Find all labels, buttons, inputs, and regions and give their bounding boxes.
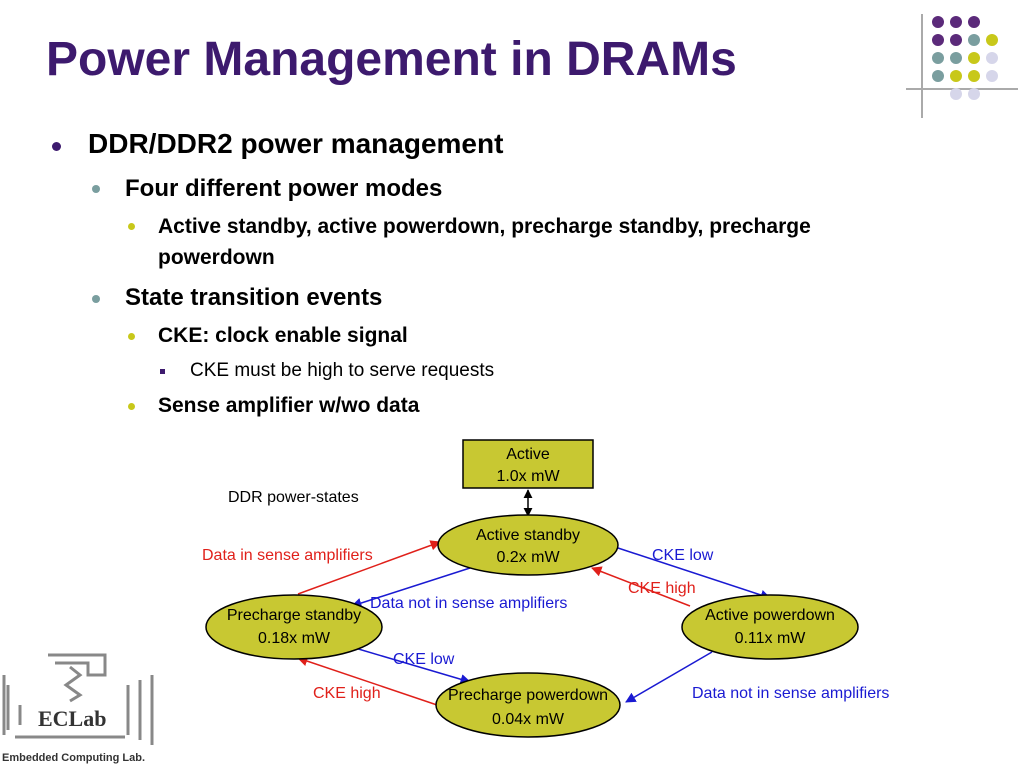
- state-precharge-powerdown-name: Precharge powerdown: [448, 687, 608, 704]
- edge-data-in-sense: [297, 540, 441, 595]
- state-active-standby-power: 0.2x mW: [496, 549, 560, 566]
- decor-dot-grid: [932, 16, 998, 100]
- slide-title: Power Management in DRAMs: [46, 33, 737, 86]
- state-precharge-standby-name: Precharge standby: [227, 607, 361, 624]
- state-precharge-powerdown: [435, 672, 621, 738]
- bullet-state-transition-events: State transition events: [125, 284, 383, 311]
- state-active-standby: [437, 514, 619, 576]
- bullet-dot: [92, 295, 100, 303]
- state-active-powerdown-power: 0.11x mW: [735, 630, 807, 647]
- bullet-dot: [128, 223, 135, 230]
- bullet-four-power-modes: Four different power modes: [125, 175, 443, 202]
- edge-cke-high-mid: [591, 566, 691, 607]
- decor-dot: [932, 34, 944, 46]
- decor-dot: [950, 16, 962, 28]
- bullet-power-mode-list: Active standby, active powerdown, precha…: [158, 215, 811, 238]
- label-cke-high-mid: CKE high: [628, 580, 696, 597]
- bullet-sense-amplifier: Sense amplifier w/wo data: [158, 394, 420, 417]
- edge-cke-low-bottom: [354, 647, 472, 685]
- bullet-ddr-power-management: DDR/DDR2 power management: [88, 128, 504, 159]
- bullet-cke-high: CKE must be high to serve requests: [190, 360, 495, 381]
- state-active-name: Active: [506, 446, 550, 463]
- label-cke-low-bottom: CKE low: [393, 651, 455, 668]
- label-data-in-sense: Data in sense amplifiers: [202, 547, 373, 564]
- decor-dot: [932, 16, 944, 28]
- bullet-dot: [128, 403, 135, 410]
- bullet-dot: [128, 333, 135, 340]
- bullet-cke-signal: CKE: clock enable signal: [158, 324, 408, 347]
- decor-dot: [932, 52, 944, 64]
- decor-dot: [986, 34, 998, 46]
- logo-text: ECLab: [38, 706, 107, 731]
- decor-dot: [932, 70, 944, 82]
- decor-dot: [986, 52, 998, 64]
- diagram-caption: DDR power-states: [228, 489, 359, 506]
- label-cke-high-bottom: CKE high: [313, 685, 381, 702]
- bullet-dot: [52, 142, 61, 151]
- decor-vertical-line: [921, 14, 923, 118]
- decor-dot: [968, 70, 980, 82]
- eclab-logo: [2, 653, 154, 745]
- decor-dot: [968, 16, 980, 28]
- edge-data-not-in-sense-mid: [351, 567, 471, 609]
- decor-dot: [968, 34, 980, 46]
- label-cke-low-top: CKE low: [652, 547, 714, 564]
- state-active-power: 1.0x mW: [496, 468, 560, 485]
- state-active-powerdown-name: Active powerdown: [705, 607, 835, 624]
- edge-cke-low-top: [617, 547, 771, 601]
- bullet-power-mode-list-cont: powerdown: [158, 246, 275, 269]
- bullet-square: [160, 369, 165, 374]
- decor-dot: [968, 88, 980, 100]
- edge-data-not-in-sense-right: [625, 651, 713, 703]
- decor-dot: [968, 52, 980, 64]
- decor-horizontal-line: [906, 88, 1018, 90]
- decor-dot: [950, 52, 962, 64]
- state-precharge-standby: [205, 594, 383, 660]
- decor-dot: [950, 34, 962, 46]
- decor-dot: [986, 70, 998, 82]
- bullet-dot: [92, 185, 100, 193]
- decor-dot: [950, 88, 962, 100]
- state-precharge-powerdown-power: 0.04x mW: [492, 711, 565, 728]
- logo-subtitle: Embedded Computing Lab.: [2, 752, 145, 764]
- label-data-not-in-sense-right: Data not in sense amplifiers: [692, 685, 889, 702]
- edge-cke-high-bottom: [297, 656, 441, 707]
- state-active-powerdown: [681, 594, 859, 660]
- decor-dot: [950, 70, 962, 82]
- state-active-box: [462, 439, 594, 489]
- state-precharge-standby-power: 0.18x mW: [258, 630, 331, 647]
- state-active-standby-name: Active standby: [476, 527, 580, 544]
- label-data-not-in-sense-mid: Data not in sense amplifiers: [370, 595, 567, 612]
